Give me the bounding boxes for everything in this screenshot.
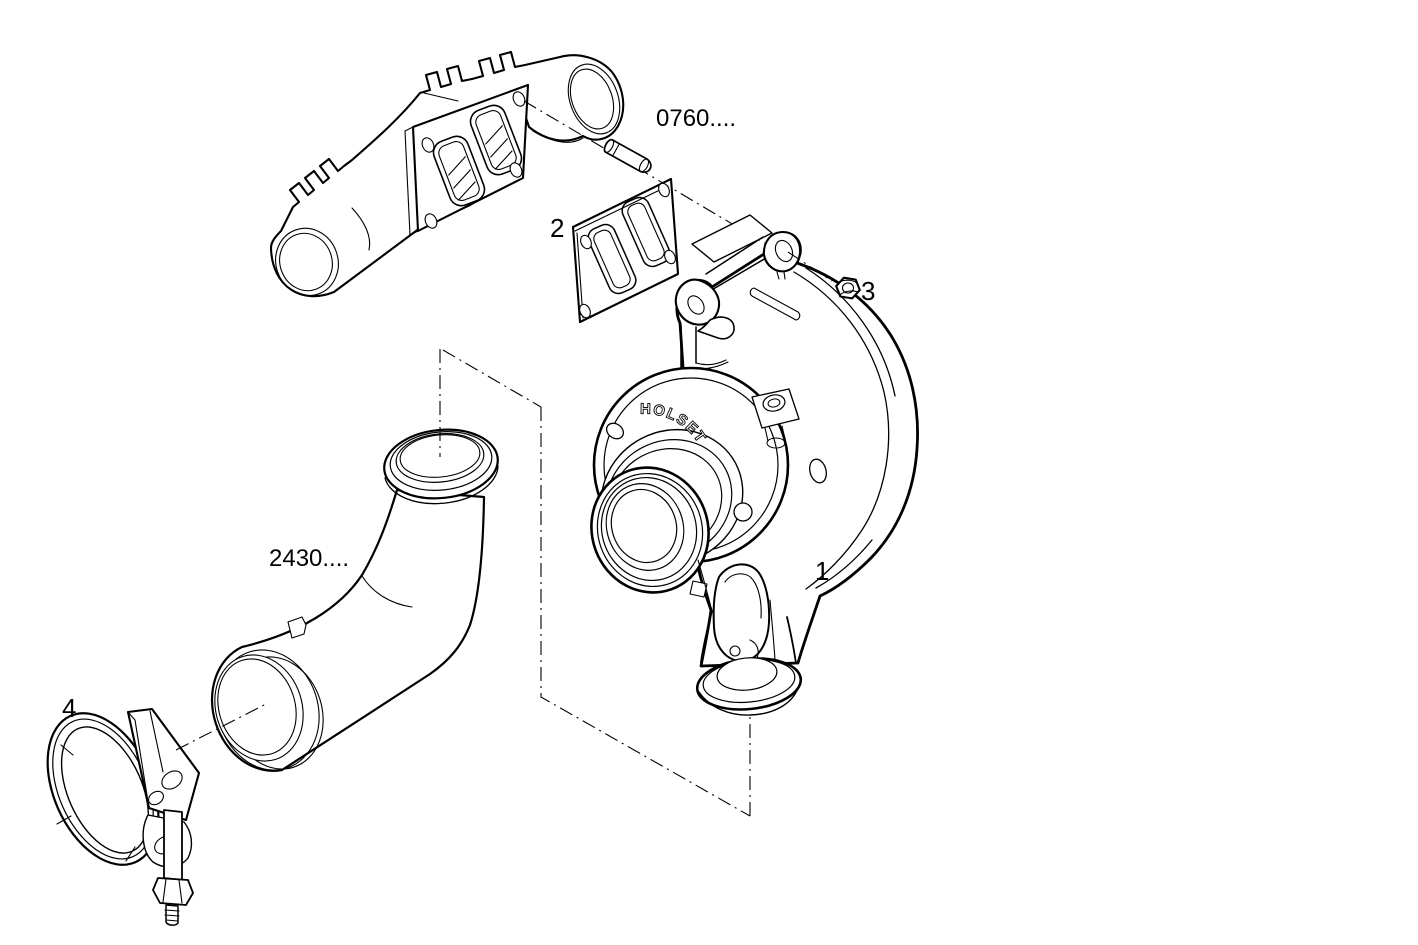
manifold-bolt-hole xyxy=(424,213,438,229)
elbow-bore xyxy=(214,654,304,762)
gasket-drawing xyxy=(571,177,680,324)
manifold-right-port-inner xyxy=(567,63,621,135)
bracket-arm xyxy=(705,236,767,292)
clamp-bracket-fold xyxy=(127,710,164,809)
gasket-hole xyxy=(658,182,670,198)
outlet-neck xyxy=(700,610,797,664)
manifold-bolt-hole xyxy=(512,91,526,107)
lug-stud-tip xyxy=(776,271,786,280)
elbow-weld-seam xyxy=(361,575,413,608)
clamp-bracket-slot xyxy=(148,790,164,806)
manifold-bolt-hole xyxy=(421,137,435,153)
actuator-stem xyxy=(764,425,786,442)
exhaust-manifold-drawing xyxy=(269,50,625,298)
stud-drawing xyxy=(603,138,652,173)
clamp-drawing xyxy=(46,707,201,926)
nut-bore xyxy=(841,282,855,294)
backplate-arc xyxy=(805,267,896,397)
manifold-flange-port-1 xyxy=(432,135,486,207)
gasket-thickness xyxy=(574,185,669,319)
mount-lug-hole xyxy=(687,295,705,315)
outlet-bore xyxy=(716,657,778,691)
clamp-thread-lines xyxy=(164,909,180,922)
manifold-flange-thickness xyxy=(404,126,419,236)
clamp-bolt-shaft xyxy=(163,809,183,881)
manifold-left-port-inner xyxy=(275,227,339,297)
exhaust-elbow-drawing xyxy=(210,428,499,772)
nut-drawing xyxy=(835,276,861,300)
face-boss xyxy=(605,422,625,440)
part-label-clamp: 4 xyxy=(62,693,76,723)
clamp-bracket-hole xyxy=(161,770,183,790)
elbow-flange-bore xyxy=(395,433,485,483)
bracket-arm xyxy=(680,324,697,368)
gasket-port-1 xyxy=(587,223,637,295)
clamp-nut-facet xyxy=(162,878,183,904)
outlet-flange-lip xyxy=(698,687,799,716)
centerline-clamp xyxy=(175,702,269,751)
manifold-left-port-bore xyxy=(279,232,333,292)
oil-drain-hole xyxy=(729,645,741,657)
part-label-gasket: 2 xyxy=(550,213,564,243)
manifold-bolt-hole xyxy=(509,162,523,178)
elbow-bore-inner xyxy=(217,658,297,756)
manifold-cast-line xyxy=(351,207,371,251)
clamp-band-segment-notch xyxy=(56,744,136,862)
part-label-turbocharger: 1 xyxy=(815,556,829,586)
clamp-bolt-nut xyxy=(152,877,194,906)
actuator-base xyxy=(766,437,786,449)
elbow-tab xyxy=(287,616,307,639)
actuator-boss xyxy=(762,394,786,412)
backplate-arc xyxy=(793,271,890,590)
mount-lug-left-foot xyxy=(697,316,735,340)
oil-drain-inner xyxy=(724,573,762,619)
ref-label-manifold: 0760.... xyxy=(656,105,736,132)
housing-boss xyxy=(809,458,827,484)
elbow-flange-bore-inner xyxy=(399,434,481,478)
gasket-hole xyxy=(580,234,592,250)
actuator-boss-bore xyxy=(767,398,781,408)
housing-slot xyxy=(749,287,801,321)
manifold-crease xyxy=(423,92,459,102)
gasket-hole xyxy=(664,249,676,265)
gasket-hole xyxy=(579,303,591,319)
manifold-flange xyxy=(411,83,530,233)
backplate-arc xyxy=(815,539,873,589)
elbow-flange-lip xyxy=(384,465,499,505)
centerline-nut-segment xyxy=(787,251,833,282)
oil-drain-boss xyxy=(712,563,771,663)
turbocharger-drawing: HOLSET xyxy=(590,214,919,716)
outlet-neck-line xyxy=(697,559,776,661)
part-label-nut: 3 xyxy=(861,276,875,306)
manifold-tube-line xyxy=(532,130,584,143)
manifold-flange-port-2 xyxy=(469,104,523,176)
face-boss xyxy=(733,502,753,522)
ref-label-exhaust-pipe: 2430.... xyxy=(269,545,349,572)
mount-lug-hole xyxy=(774,239,794,263)
gasket-port-2 xyxy=(621,196,671,268)
clamp-bracket xyxy=(126,707,201,822)
turbine-inlet-flange-edge xyxy=(691,214,773,263)
centerline-elbow-route xyxy=(442,349,751,817)
gasket-plate xyxy=(571,177,680,324)
face-clip xyxy=(689,580,708,598)
manifold-right-port-bore xyxy=(569,68,615,130)
nut-facet xyxy=(838,279,859,296)
compressor-inlet-bore xyxy=(610,488,678,564)
oil-drain-detail xyxy=(749,639,759,659)
